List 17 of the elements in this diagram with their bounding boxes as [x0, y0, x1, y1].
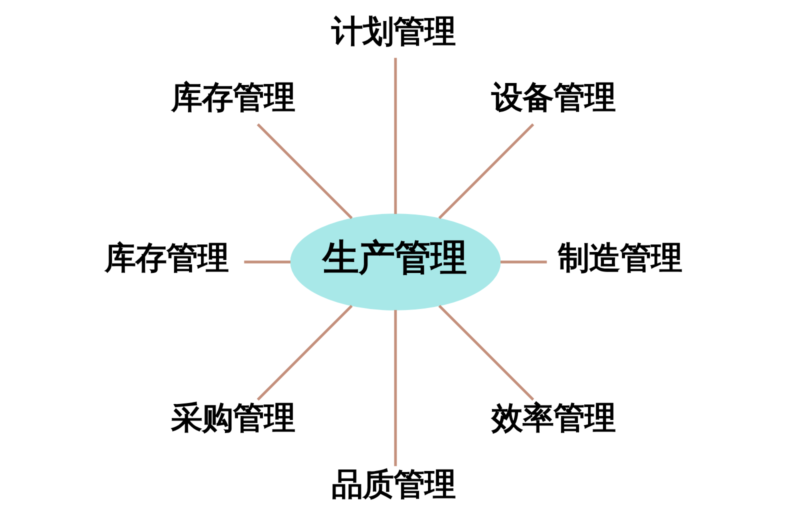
- connector: [394, 58, 396, 214]
- connector: [438, 123, 534, 220]
- node-text: 制造管理: [557, 240, 682, 276]
- connector: [244, 260, 290, 264]
- node-text: 品质管理: [330, 467, 455, 504]
- node-text: 效率管理: [491, 400, 616, 437]
- node-text: 设备管理: [491, 80, 616, 116]
- node-text: 库存管理: [170, 80, 295, 116]
- connector: [394, 310, 396, 466]
- connector: [438, 304, 534, 401]
- node-text: 采购管理: [170, 400, 295, 437]
- node-ellipse: 生产管理: [290, 214, 500, 310]
- node-text: 库存管理: [104, 240, 228, 276]
- node-text: 计划管理: [330, 14, 455, 50]
- connector: [256, 123, 352, 220]
- connector: [256, 304, 352, 401]
- connector: [500, 260, 546, 264]
